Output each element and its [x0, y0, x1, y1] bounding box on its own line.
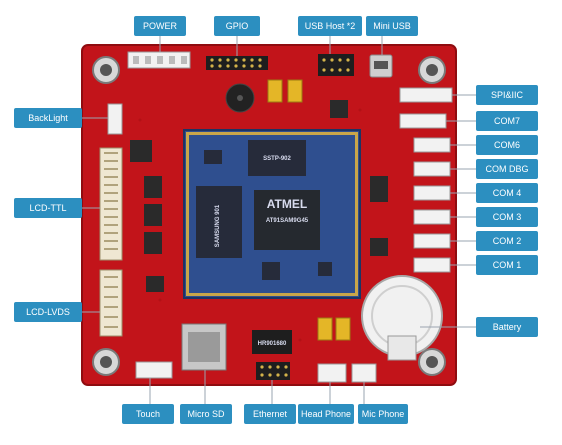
label-com7: COM7 [476, 111, 538, 131]
nand-chip [196, 186, 242, 258]
module-small-chips [204, 150, 332, 280]
mounting-holes [92, 56, 446, 376]
left-ics [130, 140, 164, 292]
label-spi-iic: SPI&IIC [476, 85, 538, 105]
leader-lines [82, 36, 476, 404]
label-ethernet: Ethernet [244, 404, 296, 424]
right-ics [330, 100, 388, 256]
label-backlight: BackLight [14, 108, 82, 128]
label-lcd-ttl: LCD-TTL [14, 198, 82, 218]
ethernet-header [256, 362, 290, 380]
main-soc [254, 190, 320, 250]
cpu-part: AT91SAM9G45 [266, 218, 309, 224]
cpu-brand: ATMEL [267, 197, 307, 211]
ddr-chip [248, 140, 306, 176]
usb-host-header [318, 54, 354, 76]
ethernet-magnetics [252, 330, 292, 354]
label-power: POWER [134, 16, 186, 36]
label-head-phone: Head Phone [298, 404, 354, 424]
label-com4: COM 4 [476, 183, 538, 203]
cpu-module-pads [186, 132, 358, 296]
label-com3: COM 3 [476, 207, 538, 227]
capacitors [267, 79, 351, 341]
ethernet-chip-marking: HR901680 [258, 341, 287, 347]
label-touch: Touch [122, 404, 174, 424]
label-gpio: GPIO [214, 16, 260, 36]
label-usb-host: USB Host *2 [298, 16, 362, 36]
label-lcd-lvds: LCD-LVDS [14, 302, 82, 322]
label-com1: COM 1 [476, 255, 538, 275]
label-battery: Battery [476, 317, 538, 337]
backlight-connector [107, 103, 123, 135]
label-micro-sd: Micro SD [180, 404, 232, 424]
touch-connector [135, 361, 173, 379]
label-mic-phone: Mic Phone [358, 404, 408, 424]
ddr-marking: SSTP-902 [263, 156, 291, 162]
nand-marking: SAMSUNG 901 [215, 204, 221, 247]
label-com2: COM 2 [476, 231, 538, 251]
label-mini-usb: Mini USB [366, 16, 418, 36]
label-com6: COM6 [476, 135, 538, 155]
label-com-dbg: COM DBG [476, 159, 538, 179]
headphone-connector [317, 363, 347, 383]
